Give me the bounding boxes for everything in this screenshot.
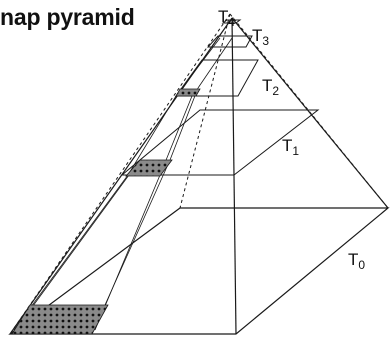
level-label-t2: T2 [262, 76, 280, 98]
level-label-prefix: T [218, 7, 229, 26]
level-t2-plane [175, 59, 259, 97]
level-label-t3: T3 [252, 26, 270, 48]
edge-front-left [9, 17, 233, 335]
dashed-line-back-left [179, 13, 231, 209]
level-label-index: 4 [228, 15, 236, 29]
diagram-title: nap pyramid [0, 4, 135, 30]
link-line [169, 87, 199, 161]
edge-back-right [231, 17, 389, 209]
dashed-projection-lines [9, 13, 389, 335]
level-label-prefix: T [252, 26, 263, 45]
pyramid-edges [9, 17, 389, 335]
level-t3-plane [206, 35, 253, 48]
level-t4-plane [221, 19, 242, 24]
level-label-prefix: T [282, 136, 293, 155]
level-t1-plane [120, 109, 320, 176]
level-t1-footprint [125, 159, 173, 177]
level-t0-footprint [11, 304, 109, 335]
level-label-index: 0 [358, 258, 366, 272]
edge-front-right [231, 17, 237, 335]
link-line [94, 174, 161, 331]
level-label-index: 3 [262, 34, 270, 48]
level-label-index: 1 [292, 144, 300, 158]
level-t0-plane [8, 207, 390, 335]
link-line [29, 159, 141, 311]
level-label-prefix: T [348, 250, 359, 269]
link-line [13, 174, 129, 331]
level-label-t0: T0 [348, 250, 366, 272]
link-line [197, 37, 233, 89]
level-label-t4: T4 [218, 7, 236, 29]
level-label-t1: T1 [282, 136, 300, 158]
level-t2-pixel [175, 88, 201, 97]
level-label-prefix: T [262, 76, 273, 95]
level-label-index: 2 [272, 84, 280, 98]
link-line [104, 159, 171, 306]
dashed-line-left [9, 13, 231, 335]
footprint-link-lines [13, 37, 233, 331]
